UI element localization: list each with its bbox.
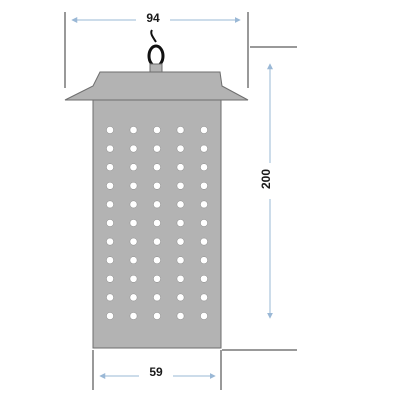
vent-hole <box>200 256 208 265</box>
top-width-label: 94 <box>146 11 160 25</box>
vent-hole <box>200 126 208 134</box>
vent-hole <box>106 144 114 153</box>
vent-hole <box>200 237 208 246</box>
vent-hole <box>176 200 185 209</box>
vent-hole <box>153 312 161 320</box>
vent-hole <box>106 237 114 246</box>
vent-hole <box>129 144 138 153</box>
vent-hole <box>176 144 185 153</box>
vent-hole <box>106 219 114 227</box>
top-width-label-bg <box>136 8 170 26</box>
vent-hole <box>106 274 114 283</box>
vent-hole <box>176 293 185 302</box>
vent-hole <box>129 312 138 320</box>
vent-hole <box>200 219 208 227</box>
vent-hole <box>106 181 114 190</box>
vent-hole <box>153 219 161 227</box>
vent-hole <box>153 256 161 265</box>
vent-hole <box>153 181 161 190</box>
vent-hole <box>200 181 208 190</box>
vent-hole <box>176 256 185 265</box>
vent-hole <box>129 293 138 302</box>
vent-hole <box>153 274 161 283</box>
vent-hole <box>176 312 185 320</box>
vent-hole <box>176 181 185 190</box>
vent-hole <box>106 312 114 320</box>
vent-hole <box>153 237 161 246</box>
vent-hole <box>153 126 161 134</box>
vent-hole <box>200 163 208 172</box>
vent-hole <box>200 200 208 209</box>
vent-hole <box>176 126 185 134</box>
vent-hole <box>129 237 138 246</box>
bottom-width-label-bg <box>139 363 173 381</box>
vent-hole <box>129 256 138 265</box>
lamp-cap <box>64 71 249 101</box>
vent-hole <box>129 200 138 209</box>
vent-hole <box>153 200 161 209</box>
vent-hole <box>176 237 185 246</box>
vent-hole <box>176 274 185 283</box>
height-label-bg <box>260 163 280 199</box>
vent-hole <box>200 312 208 320</box>
vent-hole <box>129 274 138 283</box>
vent-hole <box>153 163 161 172</box>
vent-hole <box>176 163 185 172</box>
height-label: 200 <box>259 169 273 189</box>
vent-hole <box>129 163 138 172</box>
vent-hole <box>200 144 208 153</box>
vent-hole-grid <box>106 126 208 320</box>
bottom-width-label: 59 <box>149 365 163 379</box>
vent-hole <box>106 200 114 209</box>
vent-hole <box>106 126 114 134</box>
vent-hole <box>129 126 138 134</box>
vent-hole <box>153 144 161 153</box>
vent-hole <box>106 163 114 172</box>
vent-hole <box>106 256 114 265</box>
hook-icon <box>147 29 165 73</box>
vent-hole <box>200 293 208 302</box>
vent-hole <box>153 293 161 302</box>
vent-hole <box>176 219 185 227</box>
vent-hole <box>106 293 114 302</box>
vent-hole <box>129 219 138 227</box>
vent-hole <box>200 274 208 283</box>
vent-hole <box>129 181 138 190</box>
